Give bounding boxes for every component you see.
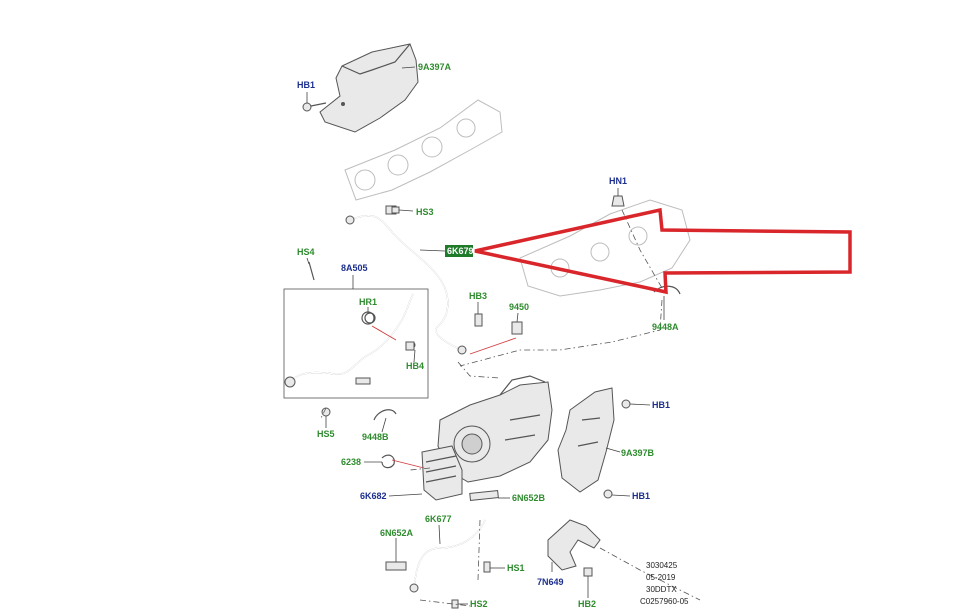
stamp-line-4: C0257960-05 bbox=[640, 597, 689, 606]
bolt-hb4 bbox=[405, 341, 415, 351]
bolt-hb1-lower bbox=[603, 489, 631, 499]
label-9a397b: 9A397B bbox=[621, 448, 655, 458]
bolt-hs2 bbox=[451, 599, 459, 609]
stamp-line-3: 30DDTX bbox=[646, 585, 677, 594]
label-hb3: HB3 bbox=[469, 291, 487, 301]
label-6n652b: 6N652B bbox=[512, 493, 546, 503]
label-hb2: HB2 bbox=[578, 599, 596, 609]
gasket-6n652b bbox=[469, 490, 499, 501]
stamp-line-1: 3030425 bbox=[646, 561, 678, 570]
label-6k677: 6K677 bbox=[425, 514, 452, 524]
sensor-9450 bbox=[511, 321, 523, 335]
oil-feed-pipe bbox=[345, 205, 467, 355]
label-9448b: 9448B bbox=[362, 432, 389, 442]
label-6k682: 6K682 bbox=[360, 491, 387, 501]
label-hb1-top: HB1 bbox=[297, 80, 315, 90]
label-8a505: 8A505 bbox=[341, 263, 368, 273]
heat-shield-top bbox=[319, 43, 419, 133]
label-6n652a: 6N652A bbox=[380, 528, 414, 538]
label-6k679: 6K679 bbox=[447, 246, 474, 256]
label-hb1-lower: HB1 bbox=[632, 491, 650, 501]
reference-stamp: 3030425 05-2019 30DDTX C0257960-05 bbox=[640, 561, 689, 606]
clip-6238 bbox=[381, 454, 395, 469]
label-hs5: HS5 bbox=[317, 429, 335, 439]
clamp-9448b bbox=[373, 409, 397, 421]
bolt-hb1-right bbox=[621, 399, 651, 409]
coolant-pipe bbox=[409, 519, 486, 593]
highlight-box-6k679 bbox=[445, 245, 473, 257]
label-hs3: HS3 bbox=[416, 207, 434, 217]
label-7n649: 7N649 bbox=[537, 577, 564, 587]
label-leaders bbox=[306, 66, 665, 605]
bolt-hb2 bbox=[583, 567, 593, 577]
exhaust-manifold-right-ghost bbox=[519, 199, 691, 297]
bolt-hs3 bbox=[391, 206, 414, 214]
turbocharger-body bbox=[437, 375, 553, 483]
exhaust-manifold-ghost bbox=[344, 99, 503, 201]
assembly-lines bbox=[319, 209, 701, 607]
bolt-hb3 bbox=[474, 313, 483, 327]
bolt-hs1 bbox=[483, 561, 491, 573]
label-6238: 6238 bbox=[341, 457, 361, 467]
label-hs2: HS2 bbox=[470, 599, 488, 609]
label-9450: 9450 bbox=[509, 302, 529, 312]
label-hb4: HB4 bbox=[406, 361, 424, 371]
oil-return-group-box bbox=[283, 288, 429, 399]
label-9a397a: 9A397A bbox=[418, 62, 452, 72]
bolt-hn1 bbox=[611, 195, 625, 207]
red-guide-lines bbox=[371, 325, 517, 469]
bolt-hs5 bbox=[321, 407, 331, 417]
label-9448a: 9448A bbox=[652, 322, 679, 332]
label-hb1-right: HB1 bbox=[652, 400, 670, 410]
oil-return-pipe bbox=[284, 293, 416, 388]
label-hr1: HR1 bbox=[359, 297, 377, 307]
support-bracket bbox=[547, 519, 601, 571]
turbo-actuator bbox=[421, 445, 463, 501]
heat-shield-right bbox=[557, 387, 615, 493]
stud-hs4 bbox=[308, 261, 315, 281]
label-hs1: HS1 bbox=[507, 563, 525, 573]
label-hs4: HS4 bbox=[297, 247, 315, 257]
red-callout-arrow bbox=[474, 207, 852, 295]
label-hn1: HN1 bbox=[609, 176, 627, 186]
gasket-6n652a bbox=[385, 561, 407, 571]
stamp-line-2: 05-2019 bbox=[646, 573, 676, 582]
